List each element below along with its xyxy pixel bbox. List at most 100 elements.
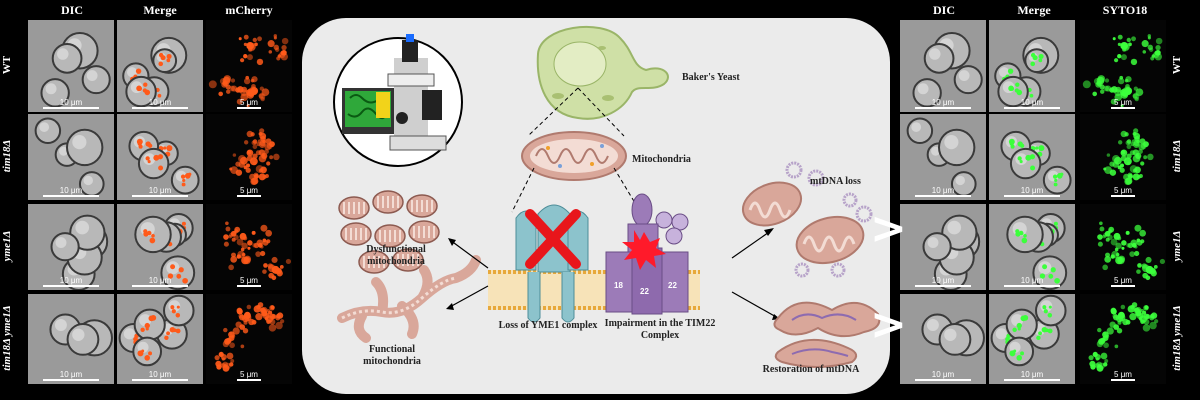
right-microscopy-panel: DIC Merge SYTO18 WT 10 μm 10 μm 5 μm tim18Δ 1… <box>898 0 1200 400</box>
micrograph-fluor-0: 5 μm <box>206 20 292 112</box>
diagram-canvas: Baker's Yeast Mitochondria <box>333 25 881 368</box>
scale-bar-label: 10 μm <box>59 370 83 379</box>
row-label-2: yme1Δ <box>1 230 13 262</box>
left-col-header-dic: DIC <box>60 3 83 17</box>
right-col-header-syto18: SYTO18 <box>1102 3 1148 17</box>
scale-bar: 5 μm <box>1080 370 1166 382</box>
micrograph-merge-0: 10 μm <box>117 20 203 112</box>
micrograph-merge-1: 10 μm <box>989 114 1075 200</box>
row-label-3: tim18Δ yme1Δ <box>1 305 13 371</box>
scale-bar-label: 5 μm <box>240 370 258 379</box>
scale-bar-label: 5 μm <box>240 98 258 107</box>
scale-bar-label: 10 μm <box>59 276 83 285</box>
scale-bar-label: 10 μm <box>1020 98 1044 107</box>
scale-bar: 10 μm <box>900 98 986 110</box>
chevron-right-top-icon: > <box>870 203 907 254</box>
mitochondrion-illustration <box>521 131 627 181</box>
scale-bar-label: 5 μm <box>1114 186 1132 195</box>
yeast-cell-illustration <box>536 25 669 120</box>
cross-mark-icon <box>525 209 581 269</box>
scale-bar-label: 10 μm <box>931 186 955 195</box>
scale-bar: 5 μm <box>206 98 292 110</box>
dysfunctional-mitochondria-illustration <box>338 190 440 274</box>
scale-bar: 10 μm <box>117 98 203 110</box>
left-col-header-mcherry: mCherry <box>225 3 273 17</box>
scale-bar-label: 10 μm <box>931 370 955 379</box>
micrograph-dic-1: 10 μm <box>900 114 986 200</box>
scale-bar: 10 μm <box>28 186 114 198</box>
burst-icon <box>622 230 666 270</box>
scale-bar-label: 10 μm <box>931 98 955 107</box>
scale-bar: 10 μm <box>117 186 203 198</box>
scale-bar: 10 μm <box>28 276 114 288</box>
scale-bar: 10 μm <box>900 186 986 198</box>
micrograph-fluor-3: 5 μm <box>206 294 292 384</box>
micrograph-merge-2: 10 μm <box>117 204 203 290</box>
micrograph-merge-1: 10 μm <box>117 114 203 200</box>
scale-bar: 10 μm <box>28 98 114 110</box>
micrograph-merge-3: 10 μm <box>117 294 203 384</box>
scale-bar: 5 μm <box>1080 98 1166 110</box>
chevron-right-bottom-icon: > <box>870 299 907 350</box>
scale-bar: 5 μm <box>206 370 292 382</box>
restoration-label: Restoration of mtDNA <box>762 364 860 375</box>
scale-bar: 5 μm <box>1080 186 1166 198</box>
tim-number-22a: 22 <box>640 287 649 296</box>
right-col-header-merge: Merge <box>1017 3 1051 17</box>
scale-bar-label: 10 μm <box>1020 186 1044 195</box>
mtdna-loss-mitochondria-illustration <box>741 161 873 278</box>
restored-mitochondria-illustration <box>773 301 881 368</box>
scale-bar-label: 5 μm <box>1114 98 1132 107</box>
right-col-header-dic: DIC <box>932 3 955 17</box>
micrograph-merge-0: 10 μm <box>989 20 1075 112</box>
scale-bar-label: 10 μm <box>1020 370 1044 379</box>
row-label-0: WT <box>1171 55 1183 75</box>
scale-bar: 5 μm <box>206 276 292 288</box>
scale-bar-label: 10 μm <box>148 186 172 195</box>
mitochondria-label: Mitochondria <box>632 154 691 165</box>
scale-bar: 10 μm <box>117 370 203 382</box>
scale-bar-label: 10 μm <box>148 98 172 107</box>
scale-bar: 10 μm <box>989 276 1075 288</box>
tim22-label: Impairment in the TIM22 Complex <box>604 318 716 341</box>
scale-bar-label: 5 μm <box>1114 276 1132 285</box>
center-diagram: Baker's Yeast Mitochondria <box>302 18 890 394</box>
micrograph-fluor-2: 5 μm <box>206 204 292 290</box>
left-col-header-merge: Merge <box>143 3 177 17</box>
mtdna-loss-label: mtDNA loss <box>810 176 861 187</box>
micrograph-fluor-0: 5 μm <box>1080 20 1166 112</box>
micrograph-dic-2: 10 μm <box>28 204 114 290</box>
scale-bar-label: 5 μm <box>240 186 258 195</box>
micrograph-dic-2: 10 μm <box>900 204 986 290</box>
scale-bar-label: 10 μm <box>148 276 172 285</box>
row-label-1: tim18Δ <box>1171 139 1183 173</box>
microscope-illustration <box>333 34 463 167</box>
tim-number-18: 18 <box>614 281 623 290</box>
micrograph-merge-2: 10 μm <box>989 204 1075 290</box>
tim-number-22b: 22 <box>668 281 677 290</box>
row-label-1: tim18Δ <box>1 139 13 173</box>
scale-bar: 10 μm <box>900 276 986 288</box>
micrograph-fluor-3: 5 μm <box>1080 294 1166 384</box>
micrograph-fluor-2: 5 μm <box>1080 204 1166 290</box>
scale-bar: 10 μm <box>900 370 986 382</box>
functional-mitochondria-illustration <box>337 255 481 343</box>
micrograph-dic-1: 10 μm <box>28 114 114 200</box>
micrograph-dic-0: 10 μm <box>900 20 986 112</box>
micrograph-merge-3: 10 μm <box>989 294 1075 384</box>
scale-bar: 10 μm <box>28 370 114 382</box>
scale-bar: 10 μm <box>989 186 1075 198</box>
row-label-2: yme1Δ <box>1171 230 1183 262</box>
micrograph-dic-3: 10 μm <box>900 294 986 384</box>
scale-bar: 5 μm <box>1080 276 1166 288</box>
scale-bar-label: 10 μm <box>148 370 172 379</box>
scale-bar-label: 10 μm <box>1020 276 1044 285</box>
yeast-label: Baker's Yeast <box>682 72 740 83</box>
scale-bar-label: 10 μm <box>931 276 955 285</box>
scale-bar-label: 5 μm <box>240 276 258 285</box>
scale-bar: 10 μm <box>989 98 1075 110</box>
micrograph-fluor-1: 5 μm <box>206 114 292 200</box>
scale-bar: 10 μm <box>989 370 1075 382</box>
row-label-3: tim18Δ yme1Δ <box>1171 305 1183 371</box>
